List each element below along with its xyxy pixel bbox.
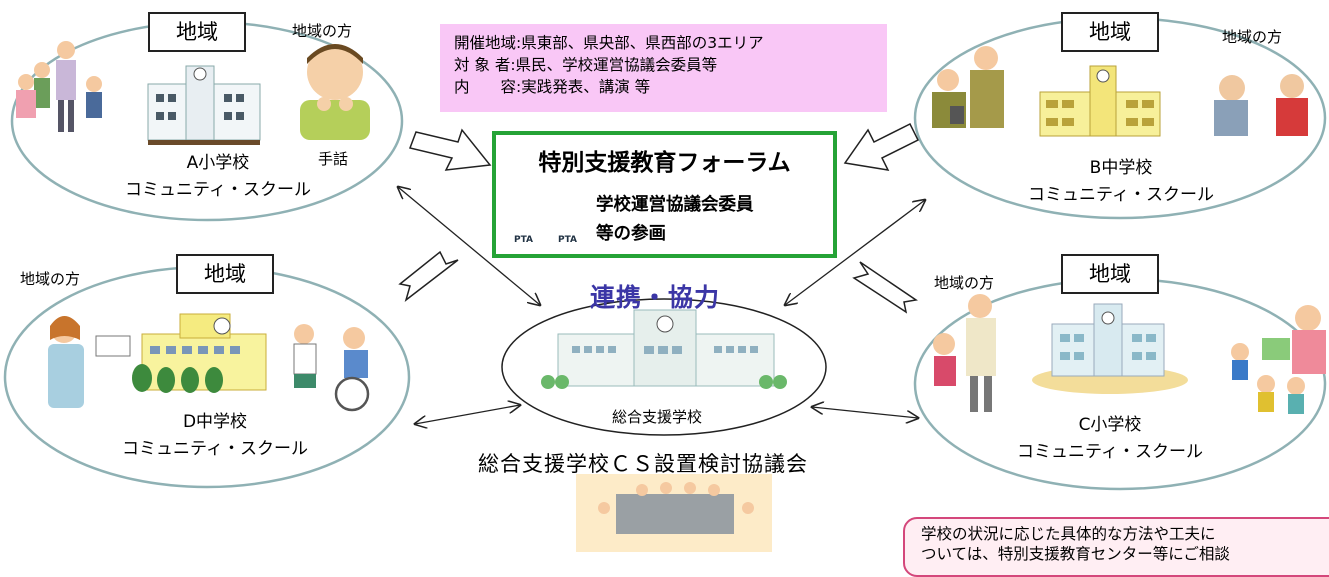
school-c-name: C小学校 コミュニティ・スクール	[1000, 412, 1220, 466]
info-colon: :	[516, 34, 522, 52]
school-b-line1: B中学校	[1089, 158, 1153, 178]
school-d-building	[132, 313, 267, 393]
info-colon: :	[516, 78, 522, 96]
forum-subtitle: 学校運営協議会委員 等の参画	[596, 191, 754, 249]
pta-badge-left: PTA	[514, 235, 534, 245]
center-school-building	[541, 309, 787, 389]
event-info-box: 開催地域:県東部、県央部、県西部の3エリア 対 象 者:県民、学校運営協議会委員…	[440, 24, 887, 112]
link-arrow-a	[398, 187, 540, 305]
school-a-building	[147, 65, 261, 145]
school-c-reading-illustration	[1231, 305, 1326, 414]
school-b-line2: コミュニティ・スクール	[1028, 185, 1214, 205]
link-arrow-c	[812, 407, 918, 418]
school-c-building	[1032, 303, 1188, 394]
school-c-guard-illustration	[933, 294, 996, 412]
consultation-note: 学校の状況に応じた具体的な方法や工夫に ついては、特別支援教育センター等にご相談	[903, 517, 1329, 577]
school-b-elderly-illustration	[1214, 74, 1308, 136]
school-d-region-label: 地域	[176, 254, 274, 294]
school-c-person-label: 地域の方	[934, 274, 995, 292]
school-b-region-label: 地域	[1061, 12, 1159, 52]
block-arrow-to-a	[408, 128, 492, 171]
school-a-person-label: 地域の方	[292, 22, 353, 40]
meeting-illustration	[576, 474, 772, 552]
school-b-person-label: 地域の方	[1222, 28, 1283, 46]
info-key-target: 対 象 者	[454, 56, 511, 74]
diagram-canvas	[3, 16, 1327, 552]
link-arrow-d	[415, 405, 520, 424]
school-d-woman-illustration	[48, 316, 131, 408]
block-arrow-to-c	[852, 261, 918, 314]
info-colon: :	[510, 56, 516, 74]
info-val-area: 県東部、県央部、県西部の3エリア	[521, 34, 764, 52]
school-d-name: D中学校 コミュニティ・スクール	[110, 409, 320, 463]
block-arrow-to-d	[398, 250, 459, 302]
info-key-content: 内 容	[454, 78, 517, 96]
center-school-label: 総合支援学校	[612, 408, 703, 426]
school-a-line2: コミュニティ・スクール	[125, 180, 311, 200]
info-row-content: 内 容:実践発表、講演 等	[454, 76, 887, 98]
school-a-signer-illustration	[300, 44, 370, 140]
link-arrow-b	[785, 200, 925, 305]
cooperation-label: 連携・協力	[590, 283, 721, 312]
block-arrow-to-b	[843, 122, 920, 171]
school-d-person-label: 地域の方	[20, 270, 81, 288]
council-label: 総合支援学校ＣＳ設置検討協議会	[478, 452, 808, 476]
school-a-name: A小学校 コミュニティ・スクール	[118, 150, 318, 204]
forum-subtitle-line2: 等の参画	[596, 224, 666, 244]
school-b-workers-illustration	[932, 46, 1004, 128]
info-row-target: 対 象 者:県民、学校運営協議会委員等	[454, 54, 887, 76]
pta-badge-right: PTA	[558, 235, 578, 245]
info-val-target: 県民、学校運営協議会委員等	[515, 56, 718, 74]
info-val-content: 実践発表、講演 等	[521, 78, 651, 96]
school-d-line1: D中学校	[182, 412, 248, 432]
school-c-line2: コミュニティ・スクール	[1017, 442, 1203, 462]
school-a-region-label: 地域	[148, 12, 246, 52]
forum-subtitle-line1: 学校運営協議会委員	[596, 195, 754, 215]
school-c-line1: C小学校	[1078, 415, 1142, 435]
note-line1: 学校の状況に応じた具体的な方法や工夫に	[921, 525, 1216, 543]
note-line2: ついては、特別支援教育センター等にご相談	[921, 545, 1230, 563]
school-a-family-illustration	[16, 41, 102, 132]
forum-title: 特別支援教育フォーラム	[538, 150, 791, 176]
school-d-wheelchair-illustration	[293, 324, 370, 412]
school-d-line2: コミュニティ・スクール	[122, 439, 308, 459]
info-row-area: 開催地域:県東部、県央部、県西部の3エリア	[454, 32, 887, 54]
school-a-sign-label: 手話	[318, 150, 349, 168]
info-key-area: 開催地域	[454, 34, 517, 52]
school-b-building	[1039, 65, 1161, 137]
school-b-name: B中学校 コミュニティ・スクール	[1016, 155, 1226, 209]
forum-box: 特別支援教育フォーラム 学校運営協議会委員 等の参画 PTA PTA	[492, 131, 837, 258]
school-a-line1: A小学校	[186, 153, 250, 173]
school-c-region-label: 地域	[1061, 254, 1159, 294]
